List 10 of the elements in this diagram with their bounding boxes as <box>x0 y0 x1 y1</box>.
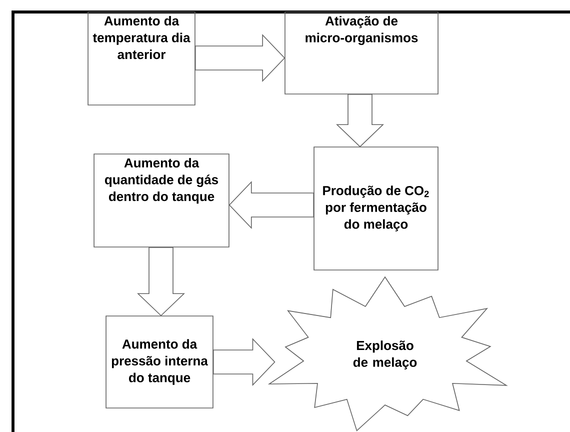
process-box: Aumento da pressão interna do tanque <box>106 316 214 408</box>
block-arrow <box>137 247 185 316</box>
process-box: Aumento da temperatura dia anterior <box>88 12 196 106</box>
block-arrow <box>194 34 286 82</box>
process-box: Ativação de micro-organismos <box>284 12 438 94</box>
block-arrow <box>212 338 276 386</box>
process-box: Aumento da quantidade de gás dentro do tanque <box>94 154 230 248</box>
block-arrow <box>228 181 314 229</box>
block-arrow <box>336 94 384 148</box>
process-box: Produção de CO$_{2}$ por fermentação do melaço <box>314 146 438 270</box>
